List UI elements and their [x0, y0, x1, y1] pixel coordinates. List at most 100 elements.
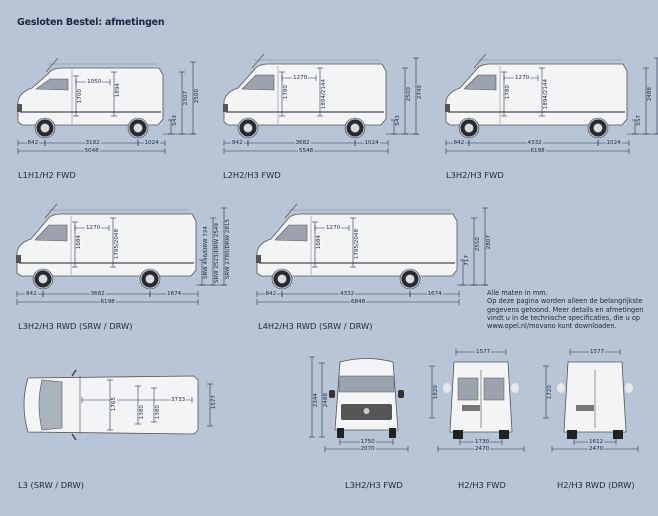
- antenna: [45, 57, 59, 73]
- mirror-left: [329, 390, 335, 398]
- dimension-label: 1700: [77, 88, 83, 105]
- label-top-view: L3 (SRW / DRW): [18, 480, 85, 490]
- dimension-label: 1270: [292, 75, 309, 81]
- cab-window: [34, 224, 68, 242]
- van-body: [17, 67, 164, 126]
- rear-window-left: [457, 377, 479, 401]
- van-body: [445, 63, 628, 126]
- tyre-left: [337, 428, 344, 438]
- cab-window: [35, 78, 69, 91]
- rear-window-right: [483, 377, 505, 401]
- dimension-label: 2500: [406, 86, 412, 103]
- headlight: [223, 104, 228, 112]
- dimension-label: 6848: [350, 299, 367, 305]
- dimension-label: 1024: [143, 140, 160, 146]
- tyre-right: [389, 428, 396, 438]
- wheel-rim: [593, 123, 603, 133]
- cab-window: [241, 74, 275, 91]
- dimension-label: 1380: [155, 404, 161, 421]
- dimension-label: 1050: [86, 79, 103, 85]
- dimension-label: 3733: [170, 397, 187, 403]
- tyre-right: [499, 430, 509, 439]
- dimension-label: 3682: [294, 140, 311, 146]
- van-body: [223, 63, 387, 126]
- dimension-label: 1750: [359, 439, 376, 445]
- headlight: [256, 255, 261, 263]
- wheel-rim: [405, 274, 415, 284]
- dimension-label: 1612: [588, 439, 605, 445]
- mirror-right: [625, 383, 633, 393]
- dimension-label: 2307: [183, 90, 189, 107]
- dimension-label: 1577: [211, 394, 217, 411]
- antenna: [251, 53, 265, 69]
- antenna: [44, 203, 58, 219]
- mirror-right: [398, 390, 404, 398]
- dimension-label: 6198: [99, 299, 116, 305]
- dimension-label: 1765: [111, 396, 117, 413]
- dimension-label: 842: [25, 291, 38, 297]
- dimension-label: 1720: [547, 384, 553, 401]
- dimension-label: 1820: [433, 384, 439, 401]
- note-line: vindt u in de technische specificaties, …: [487, 313, 641, 322]
- dimension-label: 1795/2048: [114, 228, 120, 261]
- headlight: [445, 104, 450, 112]
- dimension-label: 1024: [605, 140, 622, 146]
- mirror-right: [511, 383, 519, 393]
- note-line: Alle maten in mm.: [487, 289, 548, 297]
- dimension-label: 1684: [316, 234, 322, 251]
- dimension-label: 2807: [486, 234, 492, 251]
- page-title: Gesloten Bestel: afmetingen: [17, 17, 165, 28]
- dimension-label: 1024: [363, 140, 380, 146]
- label-l3h2-fwd: L3H2/H3 FWD: [446, 170, 504, 180]
- dimension-label: 2500: [194, 88, 200, 105]
- wheel-rim: [350, 123, 360, 133]
- dimension-label: 1684: [76, 234, 82, 251]
- windshield: [38, 379, 63, 431]
- dimension-label: 1894: [115, 82, 121, 99]
- wheel-rim: [38, 274, 48, 284]
- number-plate-area: [462, 405, 480, 411]
- dimension-label: 2488: [323, 392, 329, 409]
- mirror-right: [71, 433, 77, 441]
- wheel-rim: [40, 123, 50, 133]
- dimension-label: 1730: [474, 439, 491, 445]
- dimension-label: 543: [395, 114, 401, 127]
- dimension-label: 2488: [647, 86, 653, 103]
- dimension-label: 842: [452, 140, 466, 146]
- dimension-label: 842: [264, 291, 278, 297]
- dimension-label: SRW 2780/DRW 2815: [225, 218, 231, 281]
- dimension-label: SRW 496/DRW 724: [203, 225, 209, 281]
- dimension-label: 2550: [475, 236, 481, 253]
- dimension-label: 1894/2144: [543, 78, 549, 111]
- van-body: [16, 213, 197, 277]
- label-l4h2-rwd: L4H2/H3 RWD (SRW / DRW): [258, 321, 373, 331]
- dimension-label: 557: [636, 114, 642, 127]
- note-line: Op deze pagina worden alleen de belangri…: [487, 297, 643, 306]
- dimension-label: 1577: [475, 349, 492, 355]
- dimension-label: 1380: [139, 404, 145, 421]
- note-line: gegevens getoond. Meer details en afmeti…: [487, 305, 644, 314]
- label-rear-fwd: H2/H3 FWD: [458, 480, 506, 490]
- dimension-label: 2070: [359, 446, 376, 452]
- label-l3h2-rwd: L3H2/H3 RWD (SRW / DRW): [18, 321, 133, 331]
- headlight: [17, 104, 22, 112]
- dimension-label: 1270: [325, 225, 342, 231]
- antenna: [473, 53, 487, 69]
- dimension-label: 6198: [529, 148, 546, 154]
- dimension-label: 2749: [417, 84, 423, 101]
- dimension-label: 1894/2144: [321, 78, 327, 111]
- wheel-rim: [464, 123, 474, 133]
- mirror-left: [71, 369, 77, 377]
- dimension-label: 1270: [85, 225, 102, 231]
- opel-logo: [363, 408, 370, 414]
- label-rear-rwd: H2/H3 RWD (DRW): [557, 480, 635, 490]
- headlight: [16, 255, 21, 263]
- dimension-label: 717: [464, 254, 470, 267]
- antenna: [284, 203, 298, 219]
- mirror-left: [443, 383, 451, 393]
- wheel-rim: [277, 274, 287, 284]
- dimension-label: 842: [26, 140, 40, 146]
- dimension-label: 543: [172, 114, 178, 127]
- tyre-right: [613, 430, 623, 439]
